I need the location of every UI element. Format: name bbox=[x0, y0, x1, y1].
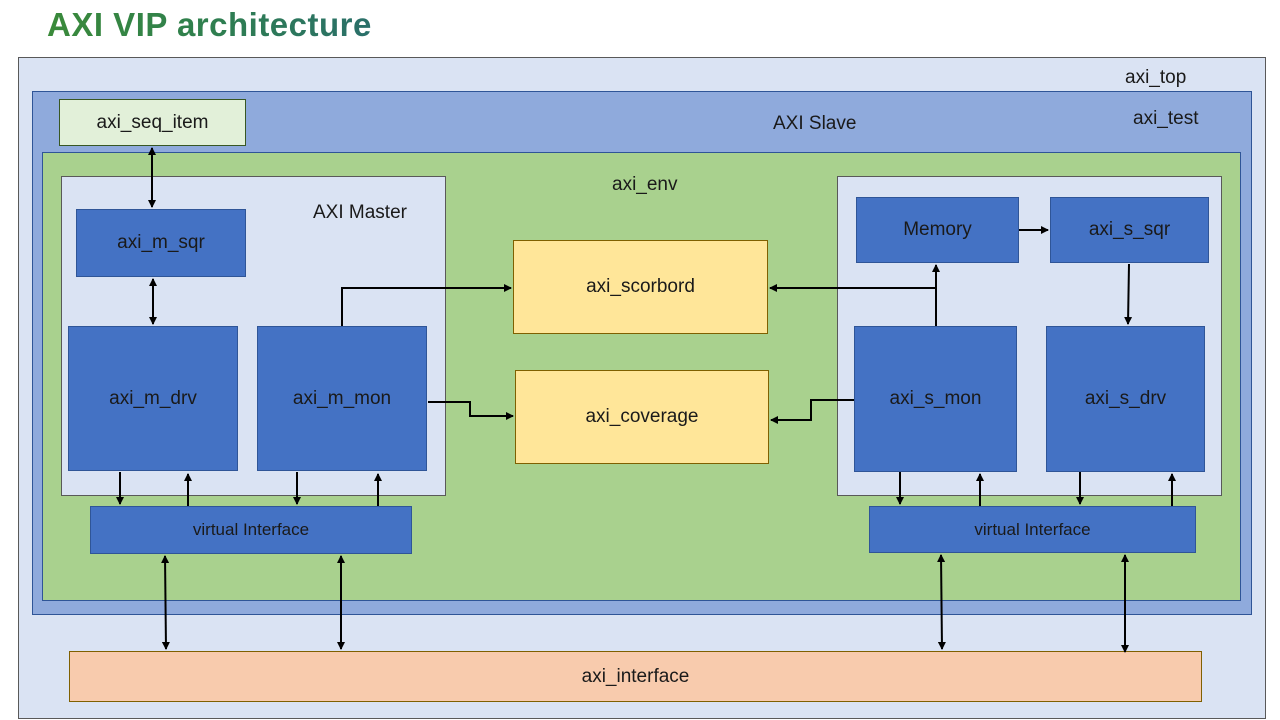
axi-coverage-block: axi_coverage bbox=[515, 370, 769, 464]
axi-test-label: axi_test bbox=[1133, 108, 1199, 129]
axi-top-label: axi_top bbox=[1125, 67, 1187, 88]
axi-s-mon-block: axi_s_mon bbox=[854, 326, 1017, 472]
slave-virtual-interface-block: virtual Interface bbox=[869, 506, 1196, 553]
axi-master-label: AXI Master bbox=[313, 202, 407, 223]
axi-slave-label: AXI Slave bbox=[773, 113, 857, 134]
page-title: AXI VIP architecture bbox=[47, 6, 372, 43]
axi-scoreboard-block: axi_scorbord bbox=[513, 240, 768, 334]
axi-m-mon-block: axi_m_mon bbox=[257, 326, 427, 471]
master-virtual-interface-block: virtual Interface bbox=[90, 506, 412, 554]
axi-interface-block: axi_interface bbox=[69, 651, 1202, 702]
axi-m-sqr-block: axi_m_sqr bbox=[76, 209, 246, 277]
axi-seq-item-block: axi_seq_item bbox=[59, 99, 246, 146]
axi-env-label: axi_env bbox=[612, 174, 678, 195]
memory-block: Memory bbox=[856, 197, 1019, 263]
axi-s-drv-block: axi_s_drv bbox=[1046, 326, 1205, 472]
axi-s-sqr-block: axi_s_sqr bbox=[1050, 197, 1209, 263]
axi-m-drv-block: axi_m_drv bbox=[68, 326, 238, 471]
